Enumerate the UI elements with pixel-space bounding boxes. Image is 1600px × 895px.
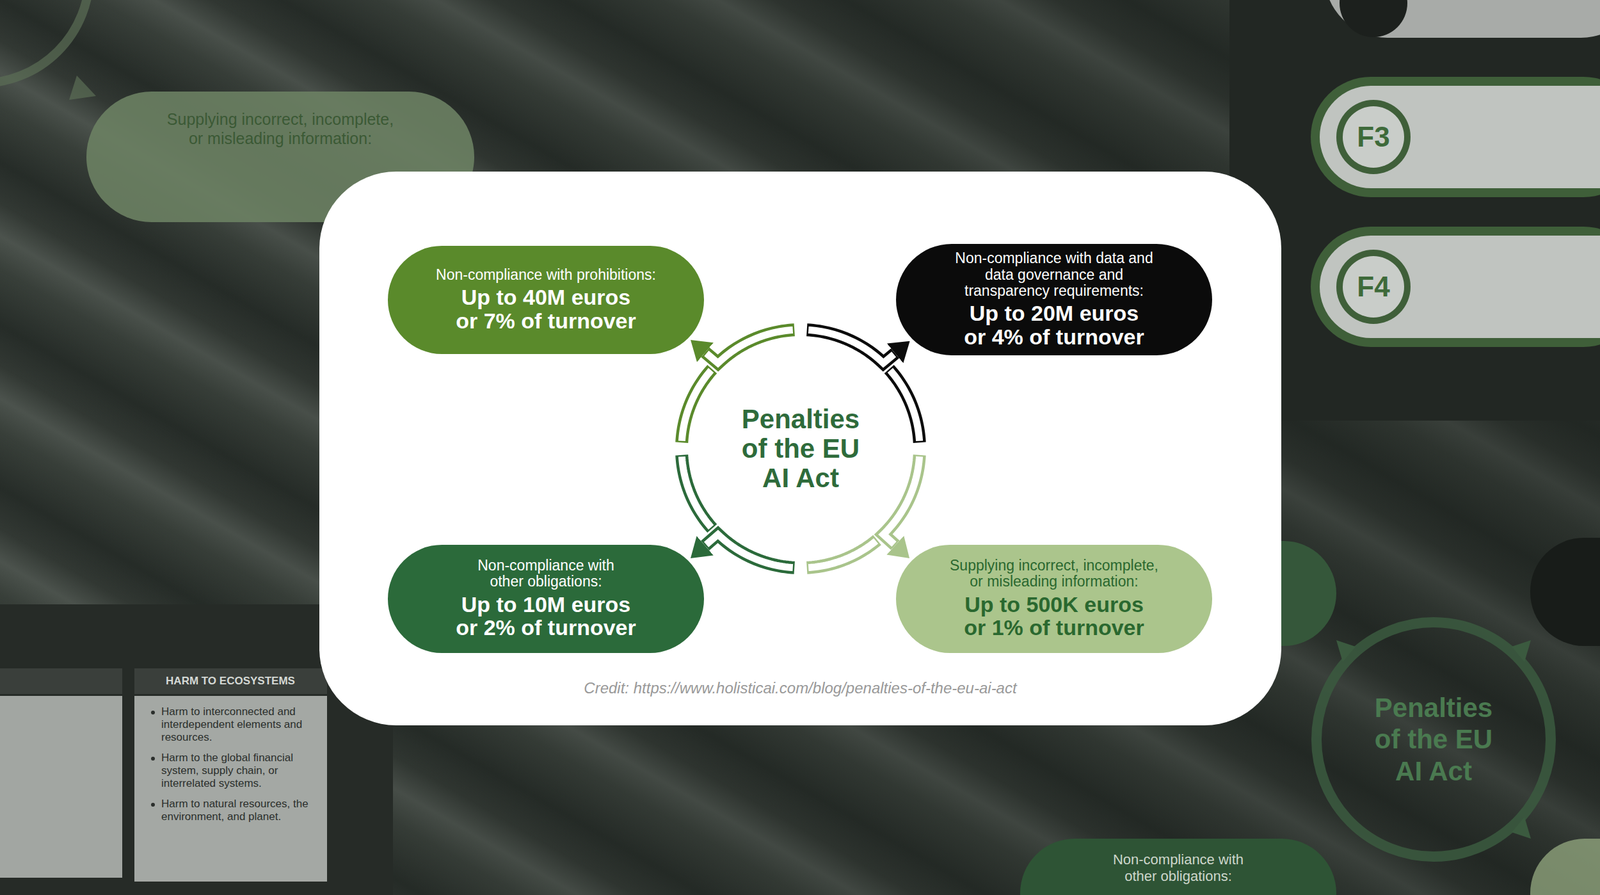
arrow-band [888, 369, 920, 443]
label-slot: Penalties of the EU AI Act [1368, 691, 1500, 788]
faded-table-cell [134, 695, 328, 882]
bullet-dot [151, 710, 155, 715]
arrow-band [705, 329, 795, 363]
cycle-arrow [705, 534, 795, 568]
faded-row [1324, 0, 1600, 38]
arrow-band-inner [890, 369, 920, 441]
faded-arrowhead [69, 75, 96, 100]
bullet-text: Harm to interconnected and interdependen… [161, 705, 319, 744]
faded-row [1319, 235, 1600, 338]
faded-label: Non-compliance with other obligations: [1098, 851, 1259, 885]
penalty-pill: Supplying incorrect, incomplete, or misl… [896, 544, 1213, 653]
ring-segment [681, 369, 713, 443]
arrow-band-inner [681, 369, 712, 441]
penalty-amount: Up to 500K euros or 1% of turnover [959, 592, 1149, 640]
penalty-condition: Supplying incorrect, incomplete, or misl… [945, 557, 1163, 591]
bullet-dot [151, 756, 155, 761]
faded-badge-ring [1336, 99, 1411, 175]
arrow-band-inner [808, 329, 894, 363]
bullet-text: Harm to the global financial system, sup… [161, 751, 319, 790]
step-badge-label: F3 [1342, 120, 1405, 154]
caption-slot: Credit: https://www.holisticai.com/blog/… [319, 679, 1282, 697]
penalty-amount: Up to 20M euros or 4% of turnover [959, 301, 1149, 349]
arrow-band-inner [808, 540, 876, 568]
penalty-pill: Non-compliance with prohibitions: Up to 4… [387, 245, 704, 354]
bullet-row: Harm to the global financial system, sup… [151, 751, 319, 790]
ring-segment [681, 455, 713, 529]
faded-table-cell [0, 695, 123, 878]
arrow-band-inner [681, 456, 712, 527]
faded-ring [1316, 622, 1551, 857]
diagram-card: Penalties of the EU AI ActNon-compliance… [319, 171, 1282, 726]
faded-badge [1342, 256, 1405, 318]
arrow-band [883, 455, 920, 546]
bullet-row: Harm to natural resources, the environme… [151, 797, 319, 824]
label-slot: Non-compliance with other obligations: [1098, 851, 1259, 885]
bullet-row: Harm to interconnected and interdependen… [151, 705, 319, 744]
faded-ring [0, 0, 90, 84]
faded-table-header [0, 668, 123, 694]
faded-badge-ring [1336, 249, 1411, 324]
label-slot: F4 [1342, 270, 1405, 304]
arrow-band [681, 455, 713, 529]
penalty-amount: Up to 10M euros or 2% of turnover [451, 592, 641, 640]
faded-panel [1229, 0, 1600, 421]
cycle-arrow [705, 329, 795, 363]
hub-title: Penalties of the EU AI Act [735, 404, 867, 494]
penalty-condition: Non-compliance with data and data govern… [947, 250, 1162, 299]
faded-arrowhead [1511, 640, 1531, 662]
arrow-band [705, 534, 795, 568]
ring-segment [807, 539, 878, 568]
faded-badge [1339, 0, 1408, 38]
ring-segment [888, 369, 920, 443]
arrow-band [807, 539, 878, 568]
faded-row [1319, 85, 1600, 189]
arrow-band [681, 369, 713, 443]
arrow-band-inner [706, 534, 793, 568]
label-slot: Supplying incorrect, incomplete, or misl… [158, 110, 402, 148]
penalty-pill: Non-compliance with data and data govern… [896, 243, 1213, 356]
step-badge-label: F4 [1342, 270, 1405, 304]
bullet-text: Harm to natural resources, the environme… [161, 797, 319, 824]
faded-pill [1530, 537, 1600, 646]
label-slot: Harm to the global financial system, sup… [161, 751, 319, 790]
label-slot: Harm to natural resources, the environme… [161, 797, 319, 824]
faded-table-header [134, 668, 328, 694]
penalty-condition: Non-compliance with prohibitions: [435, 266, 656, 283]
penalty-condition: Non-compliance with other obligations: [465, 557, 626, 591]
column-header: HARM TO ECOSYSTEMS [137, 674, 324, 688]
bullet-dot [151, 802, 155, 807]
arrow-band-inner [706, 329, 793, 363]
penalty-pill: Non-compliance with other obligations:Up… [387, 544, 704, 653]
faded-badge [1342, 106, 1405, 168]
arrow-band-inner [883, 456, 920, 544]
hub-circle: Penalties of the EU AI Act [681, 329, 920, 568]
arrow-band [807, 329, 896, 363]
label-slot: HARM TO ECOSYSTEMS [137, 674, 324, 688]
faded-pill [1530, 838, 1600, 895]
faded-label: Supplying incorrect, incomplete, or misl… [158, 110, 402, 148]
caption: Credit: https://www.holisticai.com/blog/… [319, 679, 1282, 697]
faded-title: Penalties of the EU AI Act [1368, 691, 1500, 788]
faded-arrowhead [1511, 816, 1531, 839]
bullet-list: Harm to interconnected and interdependen… [151, 705, 319, 824]
cycle-arrow [807, 329, 896, 363]
faded-arrowhead [1336, 640, 1356, 662]
label-slot: F3 [1342, 120, 1405, 154]
cycle-arrow [883, 455, 920, 546]
label-slot: Harm to interconnected and interdependen… [161, 705, 319, 744]
penalty-amount: Up to 40M euros or 7% of turnover [451, 285, 641, 333]
faded-pill [1020, 838, 1337, 895]
